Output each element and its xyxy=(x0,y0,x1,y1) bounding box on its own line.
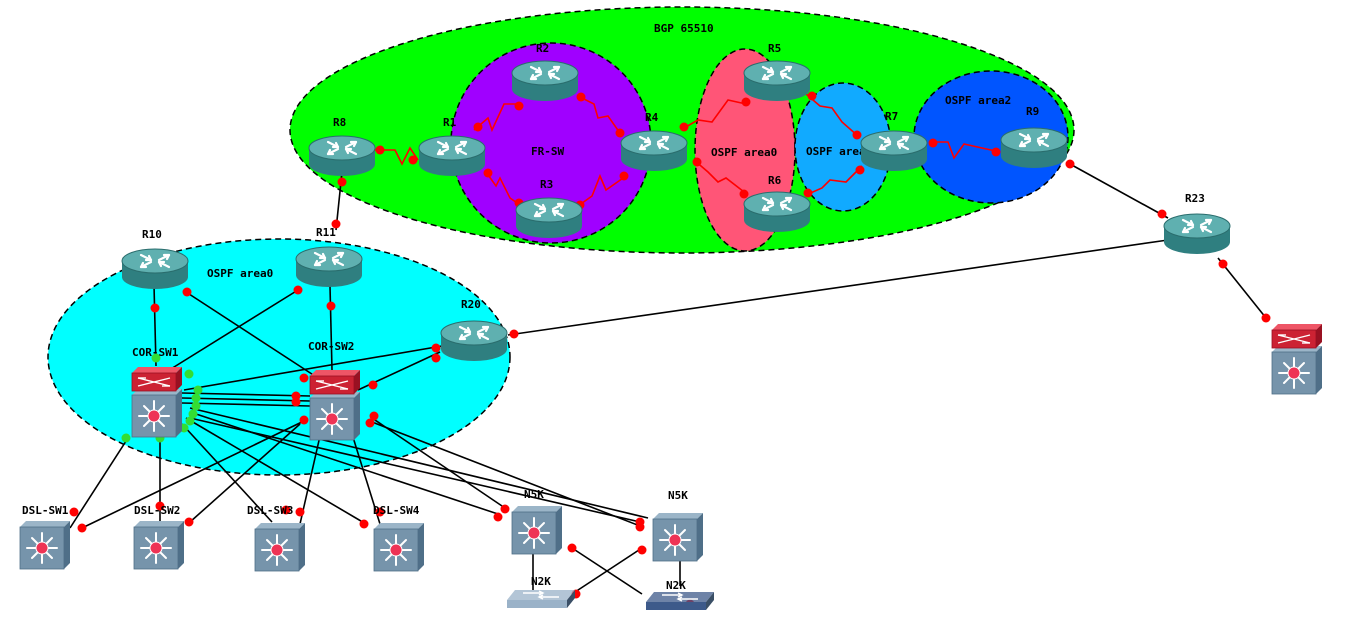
router-r23-label: R23 xyxy=(1185,192,1205,205)
core-switch-2-label: COR-SW2 xyxy=(308,340,354,353)
router-icon xyxy=(619,129,689,173)
external-core-switch[interactable] xyxy=(1272,324,1322,394)
router-icon xyxy=(742,59,812,103)
router-r10-label: R10 xyxy=(142,228,162,241)
router-icon xyxy=(999,126,1069,170)
router-r4-label: R4 xyxy=(645,111,659,124)
dsl-switch-2[interactable] xyxy=(133,520,185,570)
router-icon xyxy=(742,190,812,234)
router-r8[interactable] xyxy=(307,134,377,178)
router-r10[interactable] xyxy=(120,247,190,291)
bgp-zone-label: BGP 65510 xyxy=(654,22,714,35)
n5k-switch-2[interactable] xyxy=(652,512,704,562)
router-r23[interactable] xyxy=(1162,212,1232,256)
multilayer-switch-icon xyxy=(19,520,71,570)
dsl-switch-3[interactable] xyxy=(254,522,306,572)
multilayer-switch-icon xyxy=(254,522,306,572)
ospf-area2-label: OSPF area2 xyxy=(945,94,1011,107)
ospf-area0-bottom-label: OSPF area0 xyxy=(207,267,273,280)
router-icon xyxy=(1162,212,1232,256)
core-switch-2[interactable] xyxy=(310,370,360,440)
multilayer-switch-icon xyxy=(133,520,185,570)
router-icon xyxy=(510,59,580,103)
core-switch-icon xyxy=(132,367,182,437)
dsl-switch-4-label: DSL-SW4 xyxy=(373,504,420,517)
router-r9-label: R9 xyxy=(1026,105,1039,118)
ospf-area0-top-label: OSPF area0 xyxy=(711,146,777,159)
ospf-area0-bottom-zone xyxy=(47,238,511,476)
router-r20[interactable] xyxy=(439,319,509,363)
dsl-switch-2-label: DSL-SW2 xyxy=(134,504,180,517)
router-r5[interactable] xyxy=(742,59,812,103)
router-r9[interactable] xyxy=(999,126,1069,170)
router-icon xyxy=(307,134,377,178)
router-r1[interactable] xyxy=(417,134,487,178)
dsl-switch-3-label: DSL-SW3 xyxy=(247,504,293,517)
router-r1-label: R1 xyxy=(443,116,457,129)
workgroup-switch-icon xyxy=(506,589,576,609)
n5k-switch-2-label: N5K xyxy=(668,489,688,502)
router-icon xyxy=(417,134,487,178)
n2k-switch-2-label: N2K xyxy=(666,579,686,592)
n5k-switch-1[interactable] xyxy=(511,505,563,555)
ethernet-links xyxy=(69,163,1267,595)
core-switch-1[interactable] xyxy=(132,367,182,437)
core-switch-1-label: COR-SW1 xyxy=(132,346,179,359)
fr-sw-zone-label: FR-SW xyxy=(531,145,564,158)
core-switch-icon xyxy=(310,370,360,440)
router-icon xyxy=(859,129,929,173)
dsl-switch-4[interactable] xyxy=(373,522,425,572)
router-r2[interactable] xyxy=(510,59,580,103)
router-icon xyxy=(120,247,190,291)
router-r11[interactable] xyxy=(294,245,364,289)
router-r5-label: R5 xyxy=(768,42,781,55)
n5k-switch-1-label: N5K xyxy=(524,488,544,501)
dsl-switch-1[interactable] xyxy=(19,520,71,570)
n2k-switch-1-label: N2K xyxy=(531,575,551,588)
n2k-switch-2[interactable] xyxy=(645,591,715,611)
router-r7-label: R7 xyxy=(885,110,898,123)
ospf-area1-label: OSPF area1 xyxy=(806,145,873,158)
router-r2-label: R2 xyxy=(536,42,549,55)
router-r11-label: R11 xyxy=(316,226,336,239)
n2k-switch-1[interactable] xyxy=(506,589,576,609)
port-markers xyxy=(69,91,1271,609)
dsl-switch-1-label: DSL-SW1 xyxy=(22,504,69,517)
router-r4[interactable] xyxy=(619,129,689,173)
router-r3-label: R3 xyxy=(540,178,553,191)
router-r20-label: R20 xyxy=(461,298,481,311)
router-r3[interactable] xyxy=(514,196,584,240)
multilayer-switch-icon xyxy=(373,522,425,572)
router-icon xyxy=(294,245,364,289)
serial-links xyxy=(375,93,1001,207)
router-r8-label: R8 xyxy=(333,116,346,129)
router-icon xyxy=(439,319,509,363)
core-switch-icon xyxy=(1272,324,1322,394)
router-r6[interactable] xyxy=(742,190,812,234)
workgroup-switch-icon xyxy=(645,591,715,611)
router-r6-label: R6 xyxy=(768,174,782,187)
multilayer-switch-icon xyxy=(652,512,704,562)
router-icon xyxy=(514,196,584,240)
multilayer-switch-icon xyxy=(511,505,563,555)
router-r7[interactable] xyxy=(859,129,929,173)
